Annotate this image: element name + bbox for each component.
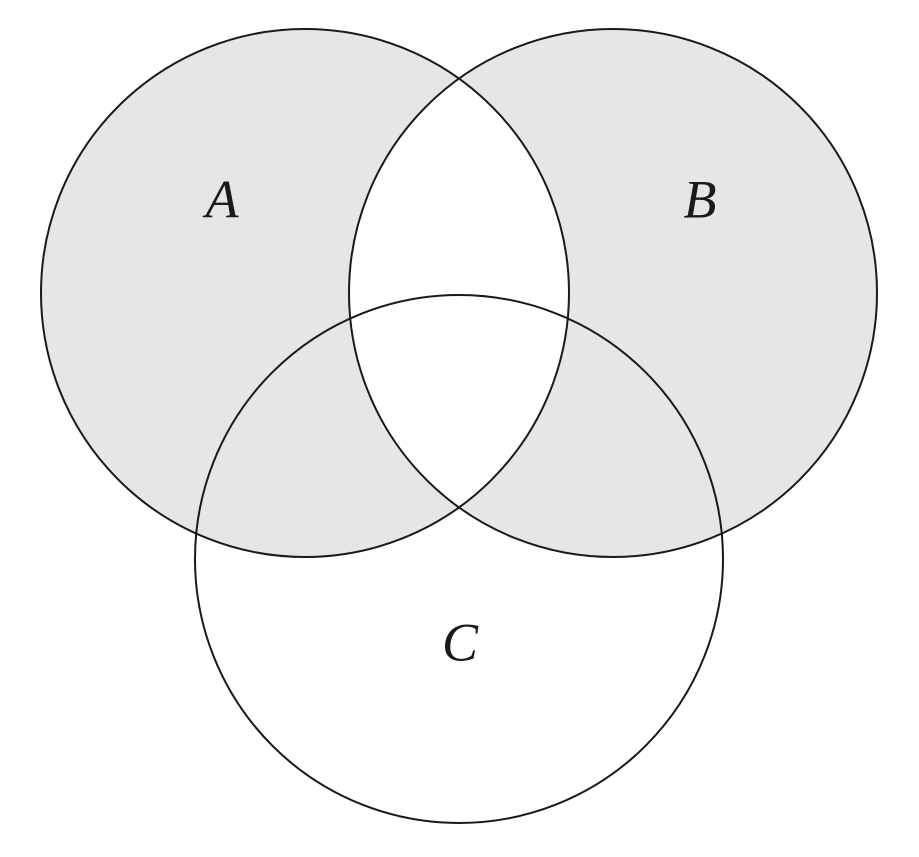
- set-label-a: A: [203, 169, 240, 229]
- set-label-b: B: [684, 169, 717, 229]
- circle-b-outline[interactable]: [348, 28, 878, 558]
- circle-c-outline[interactable]: [194, 294, 724, 824]
- set-label-c: C: [442, 612, 479, 672]
- circle-a-outline[interactable]: [40, 28, 570, 558]
